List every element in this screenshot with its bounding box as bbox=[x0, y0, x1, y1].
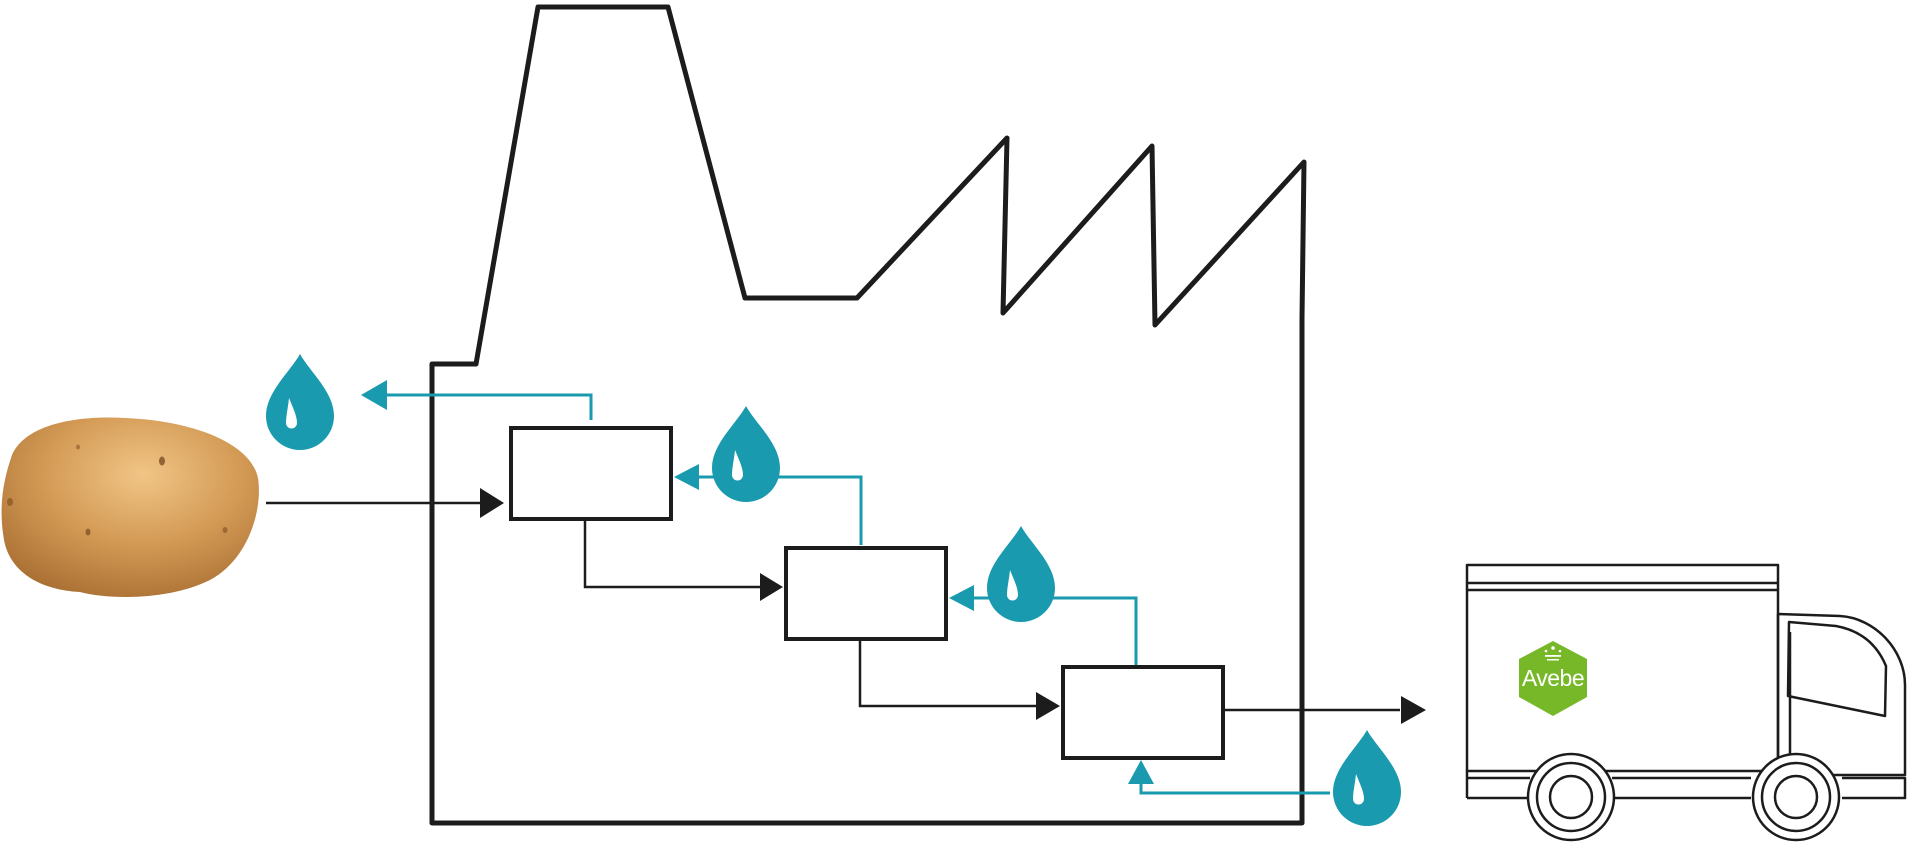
delivery-truck-icon bbox=[1465, 563, 1907, 842]
avebe-logo-text: Avebe bbox=[1522, 665, 1584, 691]
factory-outline bbox=[429, 4, 1307, 826]
water-drop-icon bbox=[712, 406, 780, 502]
water-arrow-into-step-3 bbox=[1128, 760, 1154, 784]
arrow-into-step-3 bbox=[1036, 692, 1060, 720]
material-flow bbox=[266, 501, 1400, 712]
process-box-2 bbox=[784, 546, 948, 641]
process-box-1 bbox=[509, 426, 673, 521]
water-drop-icon bbox=[266, 354, 334, 450]
arrow-to-truck bbox=[1401, 696, 1426, 724]
water-drop-icon bbox=[1333, 730, 1401, 826]
water-arrow-into-step-2 bbox=[949, 585, 974, 611]
arrow-into-step-2 bbox=[760, 573, 783, 601]
avebe-logo: Avebe bbox=[1519, 641, 1587, 716]
arrow-into-step-1 bbox=[480, 488, 504, 518]
crown-icon bbox=[1544, 646, 1562, 661]
water-arrow-into-step-1 bbox=[674, 464, 699, 490]
material-arrowheads bbox=[480, 488, 1426, 724]
water-arrowheads bbox=[361, 380, 1154, 784]
process-box-3 bbox=[1061, 665, 1225, 760]
water-arrow-out bbox=[361, 380, 387, 410]
water-drop-icon bbox=[987, 526, 1055, 622]
potato-icon bbox=[1, 417, 259, 597]
